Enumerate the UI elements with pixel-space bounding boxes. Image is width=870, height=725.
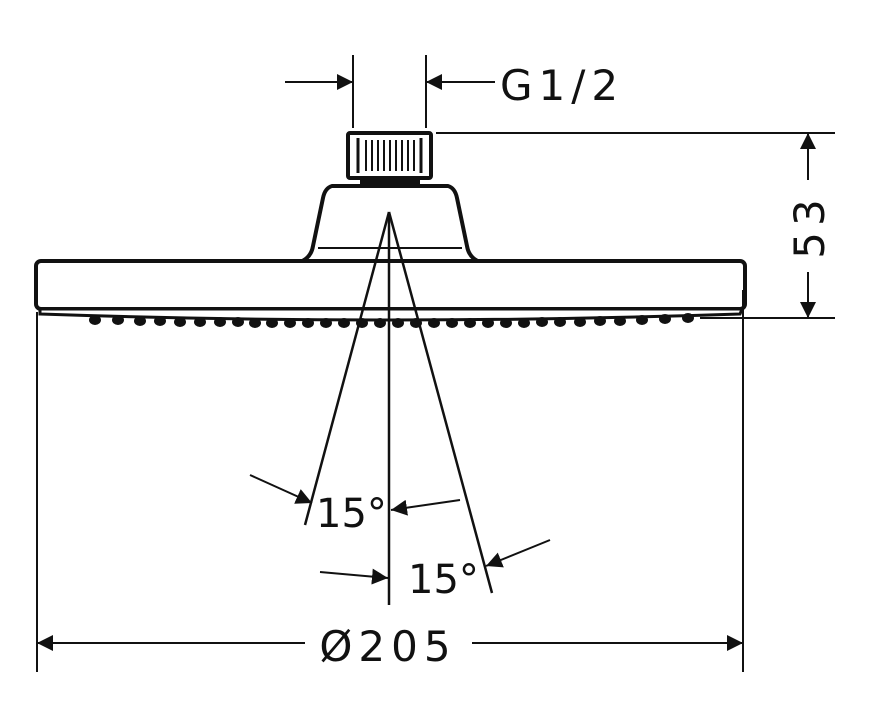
diameter-label: Ø205	[319, 622, 456, 671]
thread-label: G1/2	[500, 61, 624, 110]
shower-head-body	[34, 259, 747, 328]
thread-dimension: G1/2	[285, 55, 624, 128]
connector-nut	[346, 131, 433, 186]
angle-right-dimension: 15°	[319, 539, 551, 603]
height-label: 53	[785, 193, 834, 258]
angle-left-label: 15°	[316, 491, 387, 537]
angle-right-label: 15°	[408, 557, 479, 603]
angle-left-dimension: 15°	[249, 474, 461, 537]
spray-cone	[303, 211, 494, 605]
diameter-dimension: Ø205	[36, 290, 744, 672]
height-dimension: 53	[436, 132, 835, 319]
